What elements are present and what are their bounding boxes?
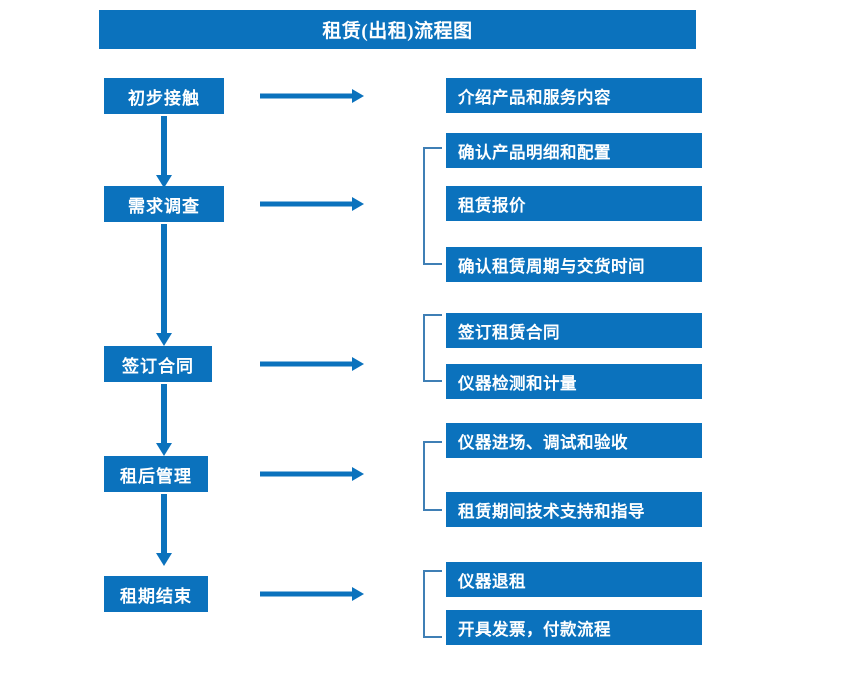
arrow-down-stage-2-to-3	[153, 224, 175, 346]
stage-box-xuqiu-diaocha[interactable]: 需求调查	[104, 186, 224, 222]
diagram-title: 租赁(出租)流程图	[99, 10, 696, 49]
detail-box-7[interactable]: 仪器进场、调试和验收	[446, 423, 702, 458]
detail-box-10[interactable]: 开具发票，付款流程	[446, 610, 702, 645]
detail-box-4[interactable]: 确认租赁周期与交货时间	[446, 247, 702, 282]
arrow-down-stage-1-to-2	[153, 116, 175, 188]
stage-box-zuhou-guanli[interactable]: 租后管理	[104, 456, 208, 492]
detail-box-6[interactable]: 仪器检测和计量	[446, 364, 702, 399]
detail-box-2[interactable]: 确认产品明细和配置	[446, 133, 702, 168]
arrow-right-stage-5	[260, 585, 364, 603]
arrow-right-stage-2	[260, 195, 364, 213]
arrow-down-stage-4-to-5	[153, 494, 175, 566]
arrow-right-stage-4	[260, 465, 364, 483]
arrow-right-stage-1	[260, 87, 364, 105]
stage-box-qianding-hetong[interactable]: 签订合同	[104, 346, 212, 382]
bracket-group-stage-2	[420, 147, 444, 265]
stage-box-chubu-jiechu[interactable]: 初步接触	[104, 78, 224, 114]
detail-box-5[interactable]: 签订租赁合同	[446, 313, 702, 348]
detail-box-3[interactable]: 租赁报价	[446, 186, 702, 221]
detail-box-1[interactable]: 介绍产品和服务内容	[446, 78, 702, 113]
detail-box-9[interactable]: 仪器退租	[446, 562, 702, 597]
bracket-group-stage-3	[420, 314, 444, 382]
bracket-group-stage-4	[420, 441, 444, 511]
stage-box-zuqi-jieshu[interactable]: 租期结束	[104, 576, 208, 612]
arrow-down-stage-3-to-4	[153, 384, 175, 456]
bracket-group-stage-5	[420, 570, 444, 638]
detail-box-8[interactable]: 租赁期间技术支持和指导	[446, 492, 702, 527]
arrow-right-stage-3	[260, 355, 364, 373]
